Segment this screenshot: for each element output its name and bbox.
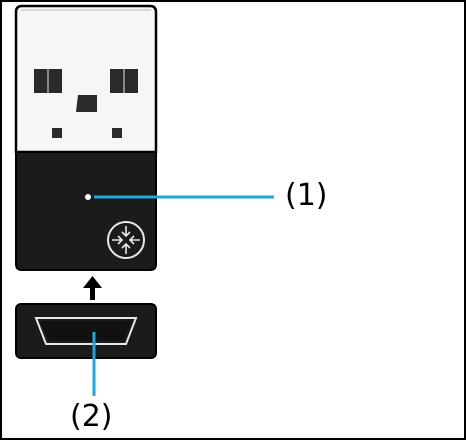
usb-port (15, 303, 157, 359)
pairing-icon (107, 221, 145, 259)
connector-slots (34, 69, 138, 138)
small-left-hole (52, 128, 62, 138)
small-right-hole (112, 128, 122, 138)
callout-label-2: (2) (70, 399, 113, 434)
status-light-dot (85, 194, 91, 200)
insert-arrow-icon (83, 276, 102, 300)
callout-label-1: (1) (285, 178, 328, 213)
center-slot (76, 95, 97, 112)
